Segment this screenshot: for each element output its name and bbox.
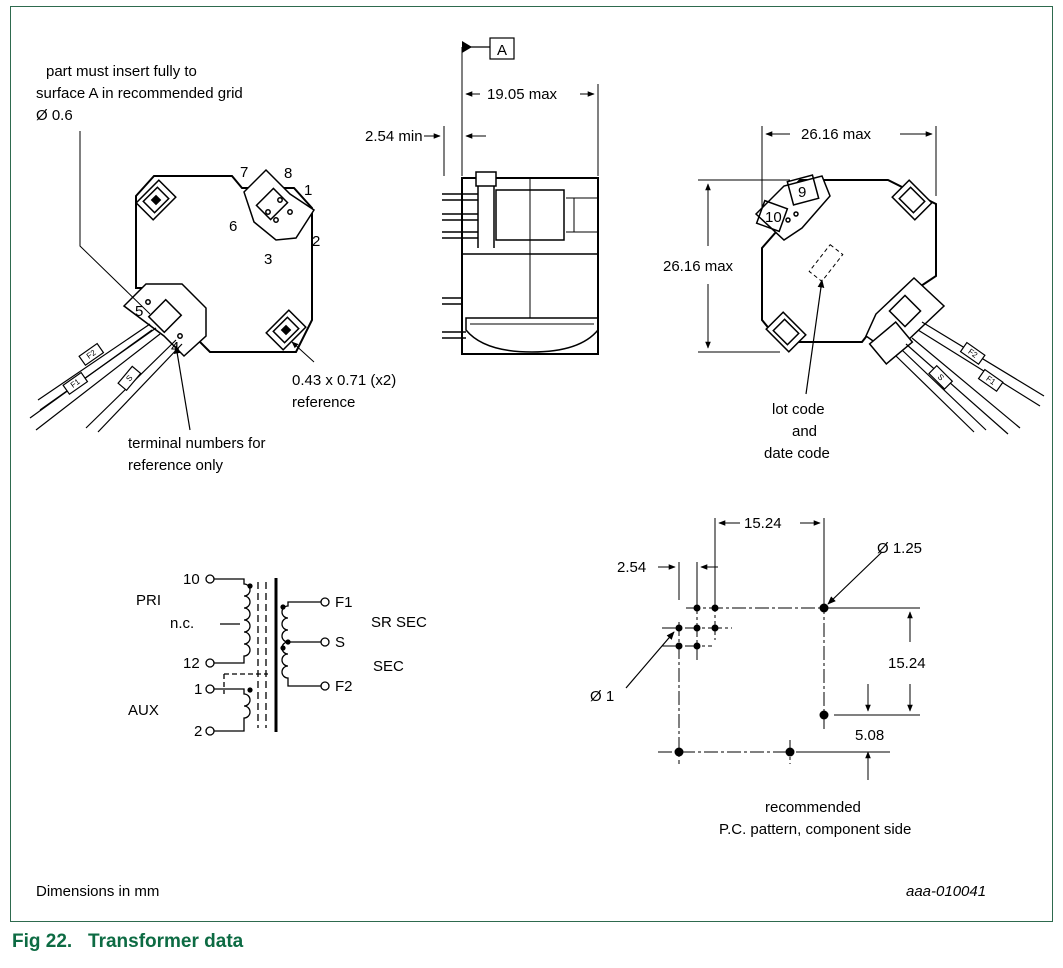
units-note: Dimensions in mm <box>36 883 159 900</box>
pin-label-4: 4 <box>171 339 179 356</box>
top-view-leads <box>895 321 1045 435</box>
side-view <box>424 37 599 355</box>
schem-pri: PRI <box>136 592 161 609</box>
bottom-view-leads <box>29 323 183 433</box>
terminal-note-line2: reference only <box>128 457 224 474</box>
datum-a-box <box>489 37 515 60</box>
schem-s: S <box>335 634 345 651</box>
schem-aux: AUX <box>128 702 159 719</box>
top-view-terminal-block <box>754 174 831 241</box>
marking-line2: and <box>792 423 817 440</box>
pcb-dim-pitch: 2.54 <box>617 559 646 576</box>
pcb-dim-offset: 5.08 <box>855 727 884 744</box>
bottom-view-wire-tags <box>62 342 142 396</box>
schem-pin-2-circle <box>205 726 215 736</box>
schem-pin-s-circle <box>320 637 330 647</box>
schem-f2: F2 <box>335 678 353 695</box>
pin-label-2: 2 <box>312 233 320 250</box>
insert-note-line1: part must insert fully to <box>46 63 197 80</box>
side-pin-dim: 2.54 min <box>365 128 423 145</box>
pin-label-9: 9 <box>798 184 806 201</box>
drawing-code: aaa-010041 <box>906 883 986 900</box>
pin-label-5: 5 <box>135 303 143 320</box>
schem-f1: F1 <box>335 594 353 611</box>
bottom-view-tab-br <box>265 309 307 351</box>
top-view-tab-tr <box>891 179 933 221</box>
pcb-caption-line2: P.C. pattern, component side <box>719 821 911 838</box>
ref-dim-line2: reference <box>292 394 355 411</box>
schem-pin-f1-circle <box>320 597 330 607</box>
schem-pin-f2-circle <box>320 681 330 691</box>
lot-code-marking <box>808 243 844 283</box>
top-view-wire-tags <box>928 341 1004 393</box>
ref-dim-line1: 0.43 x 0.71 (x2) <box>292 372 396 389</box>
wire-tag-s-bottom: S <box>124 373 134 383</box>
top-width-dim: 26.16 max <box>801 126 872 143</box>
schem-pin-12: 12 <box>183 655 200 672</box>
transformer-schematic <box>205 574 330 736</box>
pcb-dim-top: 15.24 <box>744 515 782 532</box>
schem-pin-1-circle <box>205 684 215 694</box>
bottom-view-note-leader <box>79 131 151 315</box>
bottom-view <box>29 131 316 433</box>
side-view-pins <box>442 193 478 339</box>
side-view-bobbin <box>465 317 599 353</box>
pcb-dia-small: Ø 1 <box>590 688 614 705</box>
datum-a-triangle <box>462 41 472 53</box>
bottom-view-terminal-leader <box>173 345 191 431</box>
wire-tag-s-top: S <box>936 372 946 382</box>
pcb-holes <box>674 603 829 757</box>
pin-label-1: 1 <box>304 182 312 199</box>
pin-label-10: 10 <box>765 209 782 226</box>
schem-pin-10-circle <box>205 574 215 584</box>
top-height-dim: 26.16 max <box>663 258 734 275</box>
pcb-caption-line1: recommended <box>765 799 861 816</box>
schem-pin-2: 2 <box>194 723 202 740</box>
bottom-view-ref-leader <box>291 341 315 363</box>
pcb-pattern <box>625 518 920 780</box>
side-view-core <box>495 189 565 241</box>
transformer-drawing: F2 F1 S part must insert fully to surfac… <box>29 37 1045 900</box>
schem-pin-12-circle <box>205 658 215 668</box>
bottom-view-terminal-block-b <box>122 283 207 358</box>
schem-pin-1: 1 <box>194 681 202 698</box>
top-view <box>698 126 1045 435</box>
terminal-note-line1: terminal numbers for <box>128 435 266 452</box>
lot-code-leader <box>805 279 825 395</box>
schem-sec: SEC <box>373 658 404 675</box>
pin-label-3: 3 <box>264 251 272 268</box>
pcb-dim-right: 15.24 <box>888 655 926 672</box>
figure-caption: Fig 22. Transformer data <box>12 931 244 952</box>
insert-note-line2: surface A in recommended grid <box>36 85 243 102</box>
pin-label-8: 8 <box>284 165 292 182</box>
top-view-lead-block <box>865 276 946 365</box>
schem-nc: n.c. <box>170 615 194 632</box>
figure-frame <box>10 6 1053 922</box>
datum-a-label: A <box>497 42 507 59</box>
pcb-dia-large: Ø 1.25 <box>877 540 922 557</box>
bottom-view-tab-tl <box>135 179 177 221</box>
bottom-view-terminal-block-a <box>243 168 316 241</box>
insert-note-line3: Ø 0.6 <box>36 107 73 124</box>
pin-label-6: 6 <box>229 218 237 235</box>
pin-label-7: 7 <box>240 164 248 181</box>
side-width-dim: 19.05 max <box>487 86 558 103</box>
schem-pin-10: 10 <box>183 571 200 588</box>
marking-line3: date code <box>764 445 830 462</box>
schem-sr-sec: SR SEC <box>371 614 427 631</box>
marking-line1: lot code <box>772 401 825 418</box>
top-view-tab-bl <box>765 311 807 353</box>
